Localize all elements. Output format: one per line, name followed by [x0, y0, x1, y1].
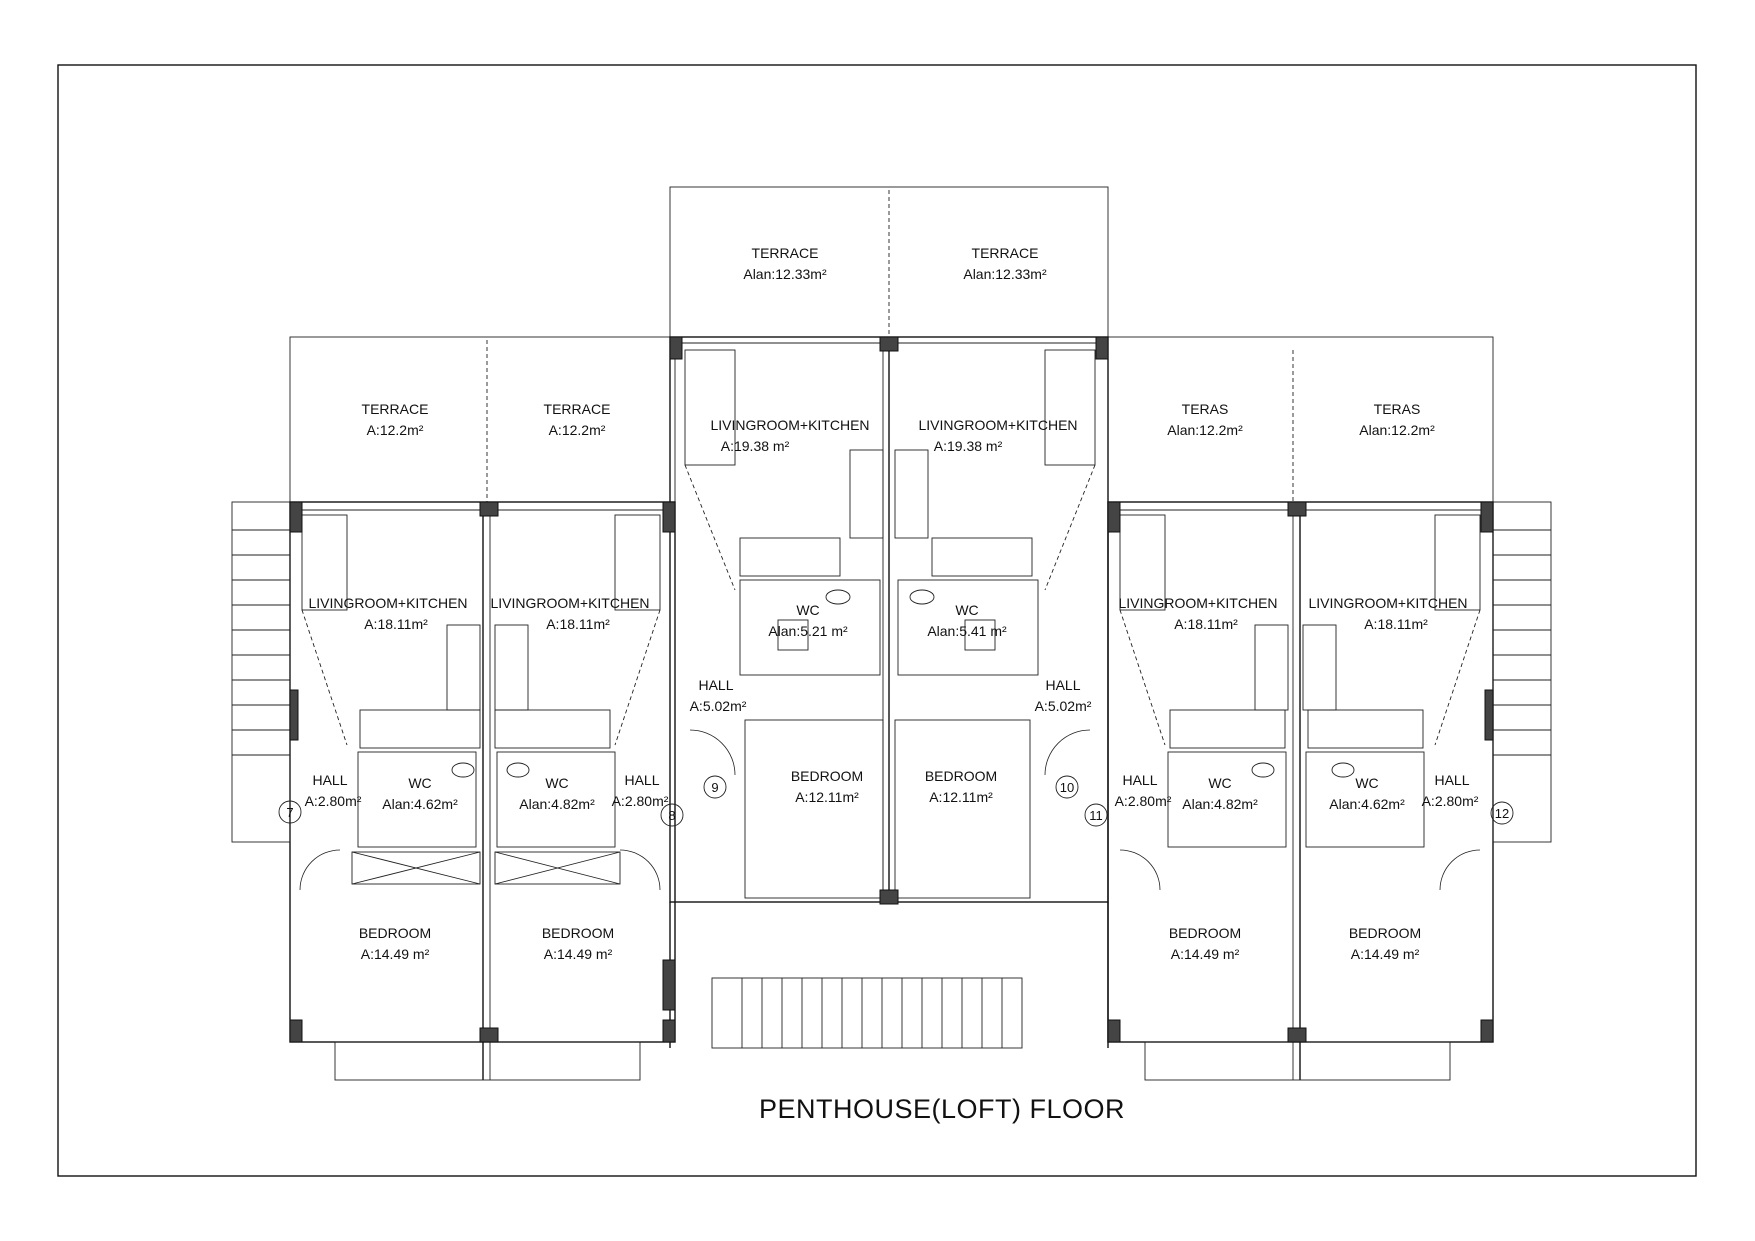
room-area: A:12.11m² — [795, 789, 859, 805]
room-name: WC — [1355, 775, 1378, 791]
room-area: A:14.49 m² — [1171, 946, 1240, 962]
room-name: HALL — [624, 772, 659, 788]
central-block — [669, 336, 1109, 1049]
room-area: Alan:12.2m² — [1167, 422, 1243, 438]
room-area: A:5.02m² — [1035, 698, 1092, 714]
room-area: Alan:12.2m² — [1359, 422, 1435, 438]
columns — [289, 336, 1494, 1043]
room-name: TERAS — [1182, 401, 1229, 417]
unit-number: 12 — [1495, 806, 1509, 821]
room-area: Alan:4.62m² — [1329, 796, 1405, 812]
sheet-border — [57, 64, 1697, 1177]
room-area: Alan:5.21 m² — [768, 623, 848, 639]
room-name: LIVINGROOM+KITCHEN — [1118, 595, 1277, 611]
room-name: BEDROOM — [542, 925, 614, 941]
room-name: HALL — [1434, 772, 1469, 788]
unit-markers: 7 8 9 10 11 12 — [278, 775, 1514, 827]
room-area: A:2.80m² — [1115, 793, 1172, 809]
room-name: WC — [955, 602, 978, 618]
unit-number: 10 — [1060, 780, 1074, 795]
unit-number: 7 — [286, 805, 293, 820]
room-name: BEDROOM — [1169, 925, 1241, 941]
room-area: Alan:5.41 m² — [927, 623, 1007, 639]
left-block — [231, 501, 676, 1081]
room-area: A:14.49 m² — [1351, 946, 1420, 962]
room-labels: TERRACE Alan:12.33m² TERRACE Alan:12.33m… — [305, 245, 1479, 962]
room-name: TERRACE — [362, 401, 429, 417]
room-area: A:18.11m² — [1174, 616, 1238, 632]
room-area: A:12.2m² — [367, 422, 424, 438]
room-name: BEDROOM — [925, 768, 997, 784]
room-name: LIVINGROOM+KITCHEN — [1308, 595, 1467, 611]
room-name: HALL — [1122, 772, 1157, 788]
room-area: A:14.49 m² — [361, 946, 430, 962]
room-name: TERRACE — [752, 245, 819, 261]
drawing-title: PENTHOUSE(LOFT) FLOOR — [759, 1094, 1125, 1124]
room-area: Alan:12.33m² — [963, 266, 1047, 282]
room-area: Alan:4.62m² — [382, 796, 458, 812]
room-name: TERRACE — [972, 245, 1039, 261]
room-area: A:14.49 m² — [544, 946, 613, 962]
room-name: TERAS — [1374, 401, 1421, 417]
room-area: Alan:12.33m² — [743, 266, 827, 282]
room-name: LIVINGROOM+KITCHEN — [918, 417, 1077, 433]
room-area: Alan:4.82m² — [1182, 796, 1258, 812]
room-area: A:12.2m² — [549, 422, 606, 438]
room-name: WC — [545, 775, 568, 791]
room-area: A:2.80m² — [1422, 793, 1479, 809]
room-name: LIVINGROOM+KITCHEN — [490, 595, 649, 611]
unit-number: 11 — [1089, 808, 1103, 823]
room-area: A:18.11m² — [1364, 616, 1428, 632]
room-name: HALL — [312, 772, 347, 788]
room-name: HALL — [698, 677, 733, 693]
room-area: A:18.11m² — [546, 616, 610, 632]
room-name: BEDROOM — [1349, 925, 1421, 941]
room-area: A:2.80m² — [305, 793, 362, 809]
room-name: WC — [1208, 775, 1231, 791]
room-area: A:19.38 m² — [721, 438, 790, 454]
room-area: A:19.38 m² — [934, 438, 1003, 454]
room-area: A:18.11m² — [364, 616, 428, 632]
room-name: WC — [408, 775, 431, 791]
room-name: TERRACE — [544, 401, 611, 417]
room-name: LIVINGROOM+KITCHEN — [308, 595, 467, 611]
room-name: HALL — [1045, 677, 1080, 693]
room-name: BEDROOM — [359, 925, 431, 941]
room-name: BEDROOM — [791, 768, 863, 784]
room-name: LIVINGROOM+KITCHEN — [710, 417, 869, 433]
right-block — [1107, 501, 1552, 1081]
room-area: A:12.11m² — [929, 789, 993, 805]
room-name: WC — [796, 602, 819, 618]
room-area: Alan:4.82m² — [519, 796, 595, 812]
room-area: A:5.02m² — [690, 698, 747, 714]
room-area: A:2.80m² — [612, 793, 669, 809]
unit-number: 9 — [711, 780, 718, 795]
unit-number: 8 — [668, 808, 675, 823]
